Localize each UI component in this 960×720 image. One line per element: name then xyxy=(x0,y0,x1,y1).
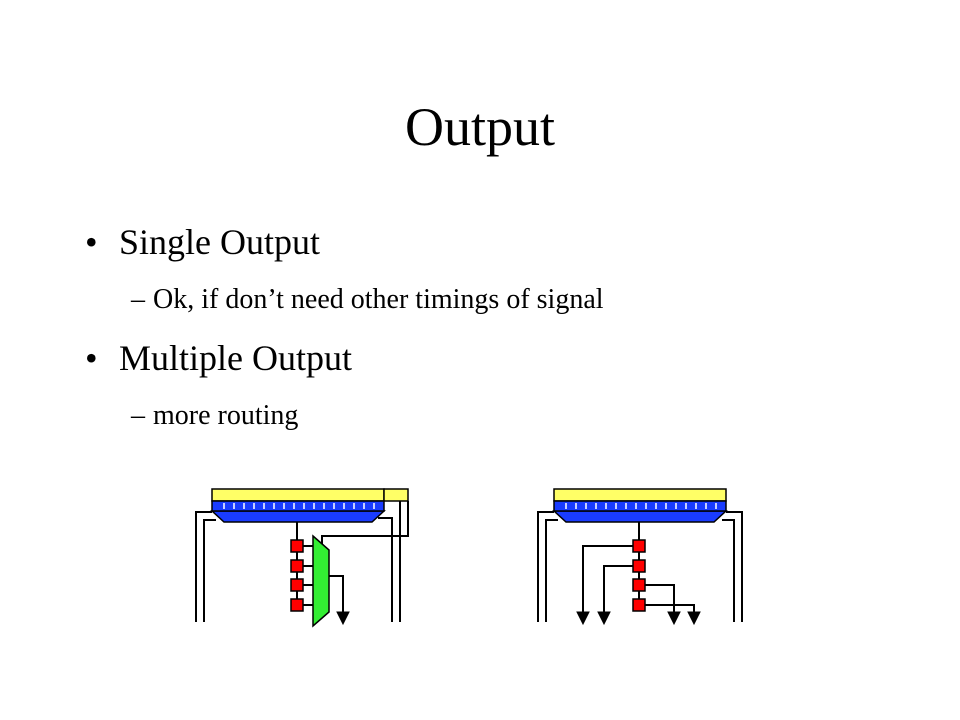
bullet-text: Single Output xyxy=(119,222,321,262)
bullet-single-output: • Single Output xyxy=(85,220,320,264)
output-arrow-2 xyxy=(597,611,611,626)
multiple-output-diagram xyxy=(537,488,743,626)
bullet-mark: • xyxy=(85,222,98,262)
output-arrow-3 xyxy=(667,611,681,626)
register-3 xyxy=(290,578,304,592)
bus-track xyxy=(553,500,727,512)
register-1 xyxy=(632,539,646,553)
output-tap-1 xyxy=(582,545,633,612)
left-wire-outer xyxy=(537,511,554,622)
single-output-diagram xyxy=(195,488,409,628)
output-tap-4 xyxy=(645,604,695,612)
bullet-text: Multiple Output xyxy=(119,338,352,378)
right-wire-outer xyxy=(321,501,409,544)
mux xyxy=(312,534,330,628)
bus-tick-marks-light xyxy=(565,503,717,509)
register-1 xyxy=(290,539,304,553)
blue-bus xyxy=(210,510,386,523)
sub-bullet-text: Ok, if don’t need other timings of signa… xyxy=(153,284,604,315)
output-arrow-4 xyxy=(687,611,701,626)
register-4 xyxy=(290,598,304,612)
bus-tick-marks-light xyxy=(223,503,375,509)
right-wire-inner xyxy=(722,519,735,622)
bullet-mark: • xyxy=(85,338,98,378)
blue-bus xyxy=(552,510,728,523)
register-3 xyxy=(632,578,646,592)
register-2 xyxy=(290,559,304,573)
yellow-bar xyxy=(553,488,727,502)
sub-bullet-routing: –more routing xyxy=(131,398,298,434)
right-wire-outer xyxy=(726,511,743,622)
right-wire-inner xyxy=(378,517,393,622)
sub-bullet-mark: – xyxy=(131,284,145,315)
register-4 xyxy=(632,598,646,612)
output-tap-2 xyxy=(603,565,633,612)
sub-bullet-mark: – xyxy=(131,400,145,431)
bullet-list: •Single Output –Ok, if don’t need other … xyxy=(85,220,604,434)
left-wire-outer xyxy=(195,511,212,622)
output-tap-3 xyxy=(645,584,675,612)
register-2 xyxy=(632,559,646,573)
output-arrow-1 xyxy=(576,611,590,626)
yellow-bar-extension xyxy=(383,488,409,502)
yellow-bar xyxy=(211,488,385,502)
bus-track xyxy=(211,500,385,512)
bullet-multiple-output: • Multiple Output xyxy=(85,336,352,380)
slide-title: Output xyxy=(404,97,555,157)
left-wire-inner xyxy=(203,519,216,622)
sub-bullet-text: more routing xyxy=(153,400,299,431)
sub-bullet-timings: –Ok, if don’t need other timings of sign… xyxy=(131,282,604,318)
output-arrow xyxy=(336,611,350,626)
mux-output-wire xyxy=(329,575,344,612)
left-wire-inner xyxy=(545,519,558,622)
